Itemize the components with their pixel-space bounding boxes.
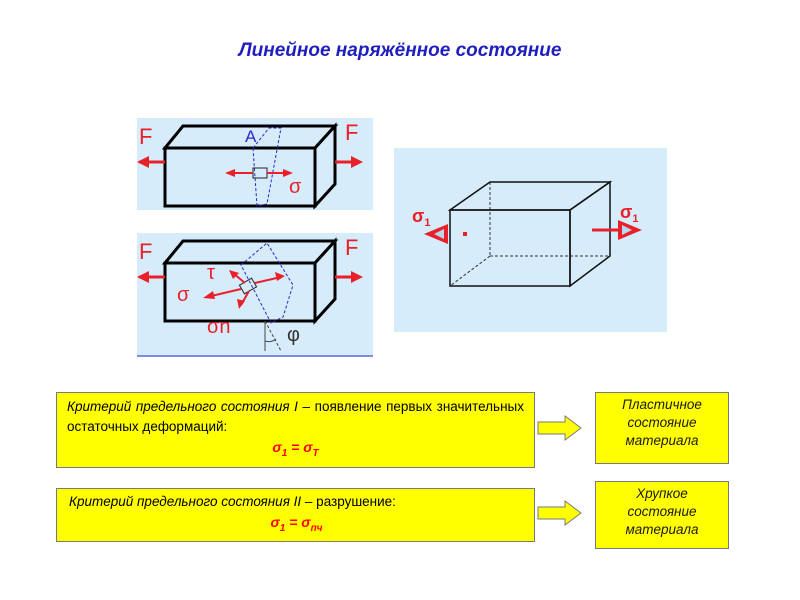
force-label-left: F — [139, 124, 152, 149]
criterion-2-text: – разрушение: — [301, 494, 396, 509]
criterion-1-text: – появление первых значительных остаточн… — [67, 399, 524, 434]
criterion-2-lead: Критерий предельного состояния II — [69, 494, 302, 509]
formula-subscript: 1 — [279, 522, 286, 534]
result-line: материала — [625, 433, 699, 448]
formula-sigma: σ — [270, 514, 280, 530]
inclined-section-figure: F F τ σ σn φ — [137, 233, 373, 357]
formula-equals-sigma: = σ — [287, 439, 313, 455]
sigma1-right-label: σ — [620, 202, 632, 222]
formula-subscript: 1 — [281, 447, 288, 459]
criterion-2-formula: σ1 = σпч — [69, 512, 524, 539]
point-label-a: A — [245, 127, 257, 146]
criterion-1-lead: Критерий предельного состояния I — [67, 399, 298, 414]
svg-text:σ1: σ1 — [620, 202, 638, 225]
result-line: Хрупкое — [636, 486, 688, 501]
force-label-right: F — [345, 235, 358, 260]
formula-equals-sigma: = σ — [285, 514, 311, 530]
result-brittle-box: Хрупкое состояние материала — [595, 481, 729, 549]
criterion-1-formula: σ1 = σТ — [67, 437, 524, 464]
result-line: состояние — [627, 504, 697, 519]
result-line: состояние — [627, 415, 697, 430]
angle-phi-label: φ — [287, 324, 300, 346]
sigma-n-label: σn — [207, 316, 230, 338]
sigma1-left-label: σ — [412, 206, 424, 226]
svg-text:σ1: σ1 — [412, 206, 430, 229]
force-label-left: F — [139, 239, 152, 264]
arrow-right-icon — [537, 500, 582, 526]
formula-subscript: пч — [310, 522, 323, 534]
sigma1-right-subscript: 1 — [632, 213, 638, 225]
formula-subscript: Т — [312, 447, 319, 459]
formula-sigma: σ — [272, 439, 282, 455]
sigma-label: σ — [289, 176, 302, 198]
arrow-right-icon — [537, 415, 582, 441]
criterion-1-box: Критерий предельного состояния I – появл… — [56, 392, 535, 468]
result-plastic-box: Пластичное состояние материала — [595, 392, 729, 464]
uniaxial-cube-figure: σ1 σ1 — [394, 148, 667, 332]
sigma1-left-subscript: 1 — [424, 217, 430, 229]
force-label-right: F — [345, 120, 358, 145]
criterion-2-box: Критерий предельного состояния II – разр… — [56, 488, 535, 542]
tension-bar-figure: F F A σ — [137, 118, 373, 210]
result-line: материала — [625, 522, 699, 537]
tau-label: τ — [207, 262, 215, 284]
result-line: Пластичное — [622, 397, 702, 412]
page-title: Линейное наряжённое состояние — [238, 40, 562, 61]
sigma-label: σ — [177, 284, 190, 306]
